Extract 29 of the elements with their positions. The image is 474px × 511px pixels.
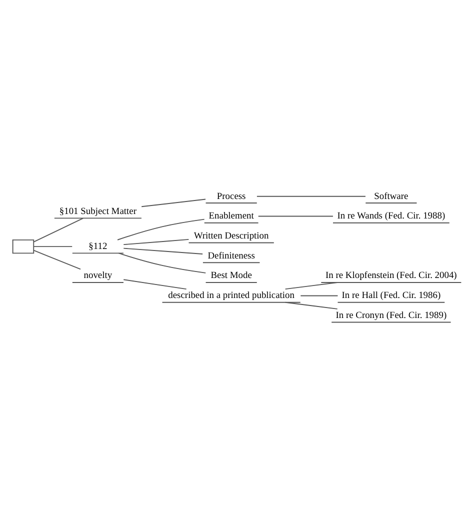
connector bbox=[33, 217, 84, 242]
connector bbox=[258, 215, 334, 216]
node-text: described in a printed publication bbox=[168, 290, 294, 301]
node-text: §112 bbox=[88, 241, 108, 252]
connector bbox=[123, 247, 204, 254]
node-text: In re Hall (Fed. Cir. 1986) bbox=[342, 290, 441, 301]
node-box bbox=[12, 238, 34, 254]
node-text: Written Description bbox=[194, 231, 269, 241]
node-text: In re Wands (Fed. Cir. 1988) bbox=[337, 211, 446, 222]
connector bbox=[300, 294, 338, 296]
connector bbox=[123, 238, 190, 245]
connector bbox=[284, 301, 338, 309]
node-text: Process bbox=[216, 191, 246, 202]
node-text: Best Mode bbox=[210, 270, 252, 281]
connector bbox=[141, 198, 206, 207]
connector bbox=[123, 278, 187, 290]
connector bbox=[256, 195, 366, 196]
node-text: Software bbox=[374, 191, 408, 202]
connector bbox=[117, 218, 205, 240]
connector bbox=[118, 252, 206, 273]
node-text: In re Cronyn (Fed. Cir. 1989) bbox=[336, 310, 447, 320]
node-text: In re Klopfenstein (Fed. Cir. 2004) bbox=[326, 270, 457, 281]
node-text: §101 Subject Matter bbox=[59, 206, 136, 216]
node-text: Enablement bbox=[208, 211, 254, 222]
node-text: novelty bbox=[84, 270, 112, 281]
connector bbox=[33, 246, 73, 247]
connector bbox=[33, 249, 81, 270]
node-text: Definiteness bbox=[208, 250, 255, 261]
connector bbox=[284, 282, 338, 290]
